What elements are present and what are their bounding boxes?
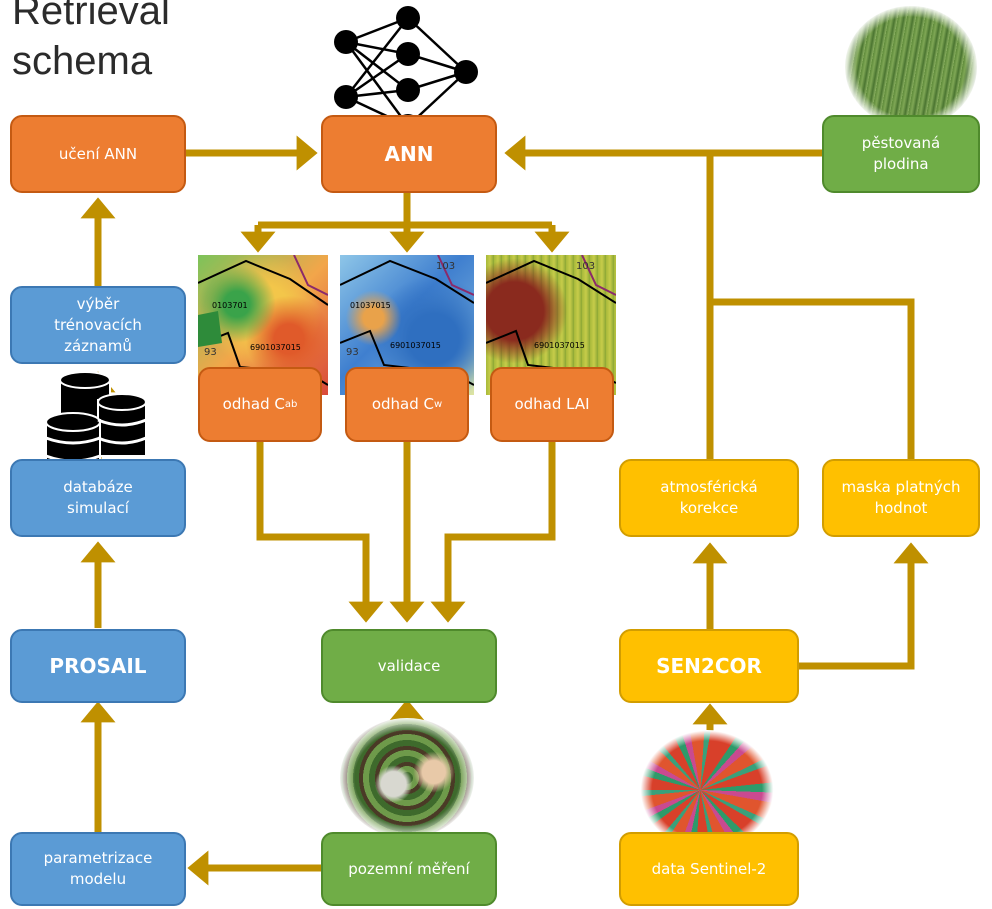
title-line-2: schema — [12, 39, 153, 83]
title-line-1: Retrieval — [12, 0, 170, 33]
pestovana-plodina-box: pěstovaná plodina — [822, 115, 980, 193]
map-cw-num2-label: 103 — [436, 261, 456, 272]
vyber-treninkovych-zaznamu-box: výběr trénovacích záznamů — [10, 286, 186, 364]
prosail-box: PROSAIL — [10, 629, 186, 703]
validace-box: validace — [321, 629, 497, 703]
odhad-cw-label: odhad C — [371, 395, 434, 413]
sentinel-image-icon — [640, 730, 774, 850]
database-icon — [45, 372, 147, 477]
arrow-cab-to-validace — [256, 440, 384, 623]
map-cab-num-label: 93 — [204, 347, 217, 358]
pozemni-mereni-box: pozemní měření — [321, 832, 497, 906]
odhad-cab-label: odhad C — [222, 395, 285, 413]
odhad-cw-subscript: w — [433, 399, 443, 410]
map-lai-id-label: 6901037015 — [534, 341, 585, 350]
data-sentinel-2-box: data Sentinel-2 — [619, 832, 799, 906]
map-cw-num-label: 93 — [346, 347, 359, 358]
odhad-cab-subscript: ab — [284, 399, 298, 410]
map-cab-id-label: 6901037015 — [250, 343, 301, 352]
atmosfericka-korekce-box: atmosférická korekce — [619, 459, 799, 537]
wheat-field-photo — [845, 6, 977, 128]
diagram-title: Retrieval schema — [12, 0, 170, 86]
arrow-lai-to-validace — [430, 440, 556, 623]
map-lai-num-label: 103 — [576, 261, 596, 272]
databaze-simulaci-box: databáze simulací — [10, 459, 186, 537]
field-measurement-photo — [340, 718, 474, 838]
ann-box: ANN — [321, 115, 497, 193]
map-cw-id-label: 6901037015 — [390, 341, 441, 350]
arrow-sen2cor-to-maska — [796, 542, 929, 670]
connector-branch-to-maska — [710, 298, 915, 460]
maska-platnych-hodnot-box: maska platných hodnot — [822, 459, 980, 537]
odhad-lai-box: odhad LAI — [490, 367, 614, 442]
map-cw-top-label: 01037015 — [350, 301, 391, 310]
neural-network-icon — [334, 6, 478, 137]
map-cab-top-label: 0103701 — [212, 301, 248, 310]
uceni-ann-box: učení ANN — [10, 115, 186, 193]
sen2cor-box: SEN2COR — [619, 629, 799, 703]
parametrizace-modelu-box: parametrizace modelu — [10, 832, 186, 906]
